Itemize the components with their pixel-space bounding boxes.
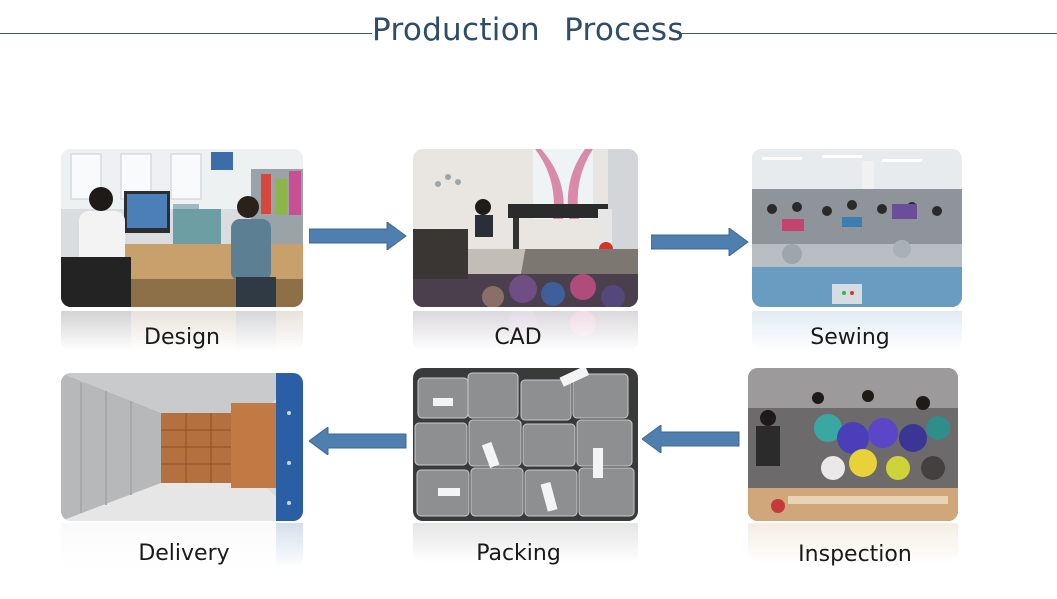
step-label-sewing: Sewing [810,325,890,350]
arrow-packing-to-delivery [309,427,407,455]
cad-photo [413,149,638,307]
sewing-reflection [752,311,962,351]
step-label-delivery: Delivery [138,541,230,566]
step-label-cad: CAD [494,325,542,350]
inspection-photo [748,368,958,521]
packing-reflection [413,523,638,563]
inspection-reflection [748,523,958,563]
arrow-inspection-to-packing [642,425,740,453]
arrow-cad-to-sewing [651,228,749,256]
title-rule-left [0,33,372,34]
page-title: Production Process [372,12,684,48]
sewing-photo [752,149,962,307]
delivery-photo [61,373,303,521]
design-reflection [61,311,303,351]
arrow-design-to-cad [309,222,407,250]
step-label-packing: Packing [476,541,561,566]
step-label-design: Design [144,325,220,350]
packing-photo [413,368,638,521]
delivery-reflection [61,523,303,568]
title-rule-right [677,33,1057,34]
design-photo [61,149,303,307]
step-label-inspection: Inspection [798,542,912,567]
cad-reflection [413,311,638,351]
